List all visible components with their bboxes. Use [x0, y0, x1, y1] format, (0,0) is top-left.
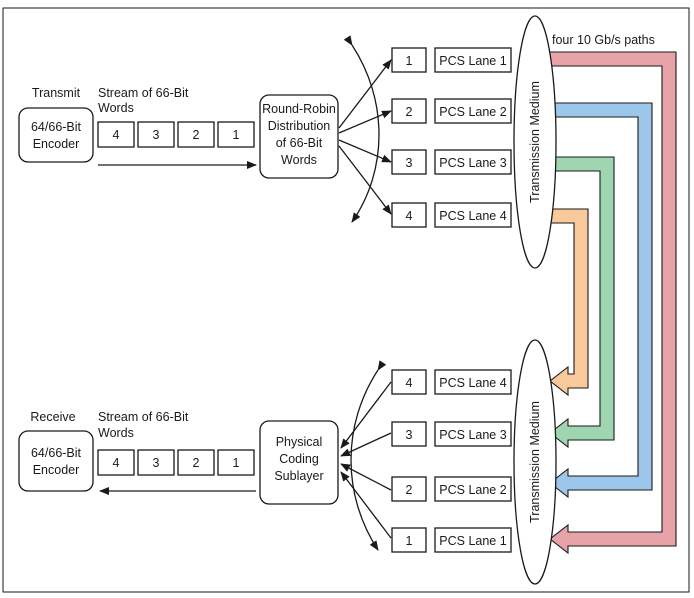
transmit-word: 3: [153, 128, 160, 142]
pcs-line2: Coding: [279, 452, 319, 466]
fanin-arrow: [340, 432, 392, 457]
fanin-arrow: [340, 381, 392, 449]
tx-lane-label: PCS Lane 2: [439, 105, 506, 119]
rx-lane-num: 2: [406, 483, 413, 497]
tx-lane-num: 2: [406, 105, 413, 119]
receive-word-box: [177, 449, 215, 476]
transmit-encoder-line2: Encoder: [33, 137, 80, 151]
fanout-arrow: [338, 139, 392, 163]
round-robin-line4: Words: [281, 153, 317, 167]
receive-medium-label: Transmission Medium: [528, 401, 542, 523]
tx-lane-label-box: [434, 47, 512, 73]
rx-lane-label: PCS Lane 2: [439, 483, 506, 497]
receive-word-box: [137, 449, 175, 476]
fanin-arrow: [340, 471, 392, 539]
tx-lane-num: 4: [406, 209, 413, 223]
path-lane4: [539, 208, 589, 397]
receive-encoder-line2: Encoder: [33, 463, 80, 477]
rx-lane-num: 3: [406, 428, 413, 442]
transmit-medium-label: Transmission Medium: [528, 81, 542, 203]
receive-word: 1: [233, 456, 240, 470]
tx-lane-num-box: [391, 149, 427, 175]
rx-lane-num-box: [391, 476, 427, 502]
receive-word-box: [97, 449, 135, 476]
tx-lane-label-box: [434, 202, 512, 228]
rx-lane-num-box: [391, 369, 427, 395]
tx-lane-num-box: [391, 202, 427, 228]
paths-label: four 10 Gb/s paths: [552, 33, 655, 47]
tx-lane-num-box: [391, 47, 427, 73]
receive-word: 3: [153, 456, 160, 470]
transmit-stream-line2: Words: [98, 101, 134, 115]
receive-rotation-arc: [350, 360, 387, 551]
tx-lane-label-box: [434, 149, 512, 175]
tx-lane-num: 1: [406, 54, 413, 68]
rx-lane-num: 4: [406, 376, 413, 390]
receive-word: 4: [113, 456, 120, 470]
tx-lane-label: PCS Lane 1: [439, 54, 506, 68]
round-robin-box: [259, 94, 339, 179]
receive-stream-line2: Words: [98, 426, 134, 440]
tx-lane-label: PCS Lane 4: [439, 209, 506, 223]
tx-lane-num: 3: [406, 156, 413, 170]
rx-lane-num-box: [391, 527, 427, 553]
transmit-word-box: [137, 121, 175, 148]
receive-word-box: [217, 449, 255, 476]
fanout-arrow: [338, 145, 392, 215]
fanin-arrow: [340, 463, 392, 491]
round-robin-line2: Distribution: [268, 119, 331, 133]
rx-lane-label: PCS Lane 4: [439, 376, 506, 390]
receive-encoder-box: [18, 430, 94, 492]
transmit-label: Transmit: [32, 86, 81, 100]
transmit-word-box: [177, 121, 215, 148]
receive-stream-line1: Stream of 66-Bit: [98, 410, 189, 424]
tx-lane-label: PCS Lane 3: [439, 156, 506, 170]
round-robin-line1: Round-Robin: [262, 102, 336, 116]
path-lane3: [539, 156, 615, 449]
transmit-rotation-arc: [343, 35, 380, 223]
rx-lane-num-box: [391, 421, 427, 447]
figure-frame: [2, 7, 690, 593]
path-lane1: [539, 51, 677, 555]
rx-lane-num: 1: [406, 534, 413, 548]
round-robin-line3: of 66-Bit: [276, 136, 323, 150]
receive-word: 2: [193, 456, 200, 470]
tx-lane-label-box: [434, 98, 512, 124]
pcs-line1: Physical: [276, 435, 323, 449]
transmit-encoder-box: [18, 107, 94, 163]
transmit-stream-line1: Stream of 66-Bit: [98, 86, 189, 100]
tx-lane-num-box: [391, 98, 427, 124]
transmit-word: 4: [113, 128, 120, 142]
rx-lane-label: PCS Lane 3: [439, 428, 506, 442]
receive-label: Receive: [30, 410, 75, 424]
pcs-box: [259, 420, 339, 505]
receive-medium-ellipse: [513, 339, 557, 585]
transmit-medium-ellipse: [513, 15, 557, 269]
transmit-word: 1: [233, 128, 240, 142]
receive-encoder-line1: 64/66-Bit: [31, 446, 82, 460]
transmit-word-box: [97, 121, 135, 148]
transmit-word: 2: [193, 128, 200, 142]
fanout-arrow: [338, 59, 392, 129]
pcs-line3: Sublayer: [274, 469, 323, 483]
fanout-arrow: [338, 110, 392, 134]
rx-lane-label-box: [434, 421, 512, 447]
rx-lane-label-box: [434, 527, 512, 553]
rx-lane-label-box: [434, 369, 512, 395]
transmit-word-box: [217, 121, 255, 148]
rx-lane-label-box: [434, 476, 512, 502]
rx-lane-label: PCS Lane 1: [439, 534, 506, 548]
path-lane2: [539, 102, 653, 499]
transmit-encoder-line1: 64/66-Bit: [31, 120, 82, 134]
